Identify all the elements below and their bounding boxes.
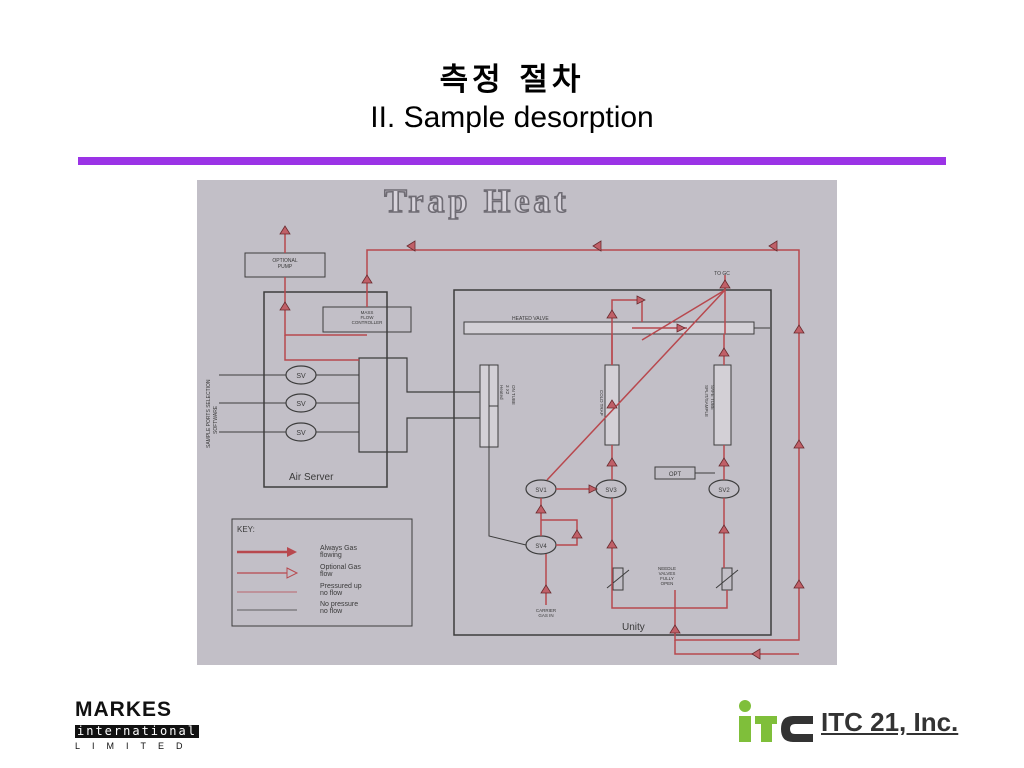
key-title: KEY:	[237, 525, 255, 534]
diagram-heading: Trap Heat	[384, 183, 570, 220]
svg-text:SV1: SV1	[535, 488, 547, 494]
unity-box	[453, 289, 772, 636]
markes-logo: MARKES international LIMITED	[75, 698, 210, 752]
svg-text:SV: SV	[296, 430, 306, 437]
manifold-label: ON TUBE3 X2Heated	[499, 385, 516, 405]
key-box	[231, 518, 413, 627]
markes-logo-name: MARKES	[75, 698, 173, 721]
svg-text:SV2: SV2	[718, 488, 730, 494]
flow-arrows	[279, 225, 805, 660]
to-gc-label: TO GC	[714, 271, 730, 277]
air-server-valves: SV SV SV	[219, 365, 359, 442]
itc-logo: ITC 21, Inc.	[735, 697, 958, 745]
itc-logo-mark	[739, 700, 813, 742]
itc-company-name: ITC 21, Inc.	[821, 707, 959, 737]
title-divider	[78, 157, 946, 165]
no-pressure-lines	[488, 327, 770, 546]
air-server-box	[263, 291, 388, 488]
air-server-label: Air Server	[289, 472, 334, 483]
unity-label: Unity	[622, 622, 645, 633]
svg-text:SV: SV	[296, 401, 306, 408]
slide-title-english: II. Sample desorption	[370, 101, 654, 134]
air-server-manifold	[358, 357, 483, 453]
split-sample-label: SPLIT/SAMPLESAFE TUBE	[704, 385, 715, 417]
sample-ports-label: SAMPLE PORTS SELECTIONSOFTWARE	[206, 379, 219, 448]
svg-text:SV4: SV4	[535, 544, 547, 550]
unity-valves: SV1 SV3 SV2 SV4	[525, 479, 740, 555]
markes-logo-international: international	[75, 724, 199, 738]
cold-trap-label: COLD TRAP	[599, 390, 604, 416]
heated-valve-label: HEATED VALVE	[512, 316, 549, 322]
opt-label: OPT	[669, 472, 682, 478]
svg-text:SV: SV	[296, 373, 306, 380]
needle-valve-left	[612, 567, 624, 591]
heated-valve-bar	[463, 321, 755, 335]
slide-title-korean: 측정 절차	[439, 62, 585, 98]
svg-text:SV3: SV3	[605, 488, 617, 494]
split-sample-tube	[713, 364, 732, 446]
markes-logo-limited: LIMITED	[75, 741, 195, 751]
